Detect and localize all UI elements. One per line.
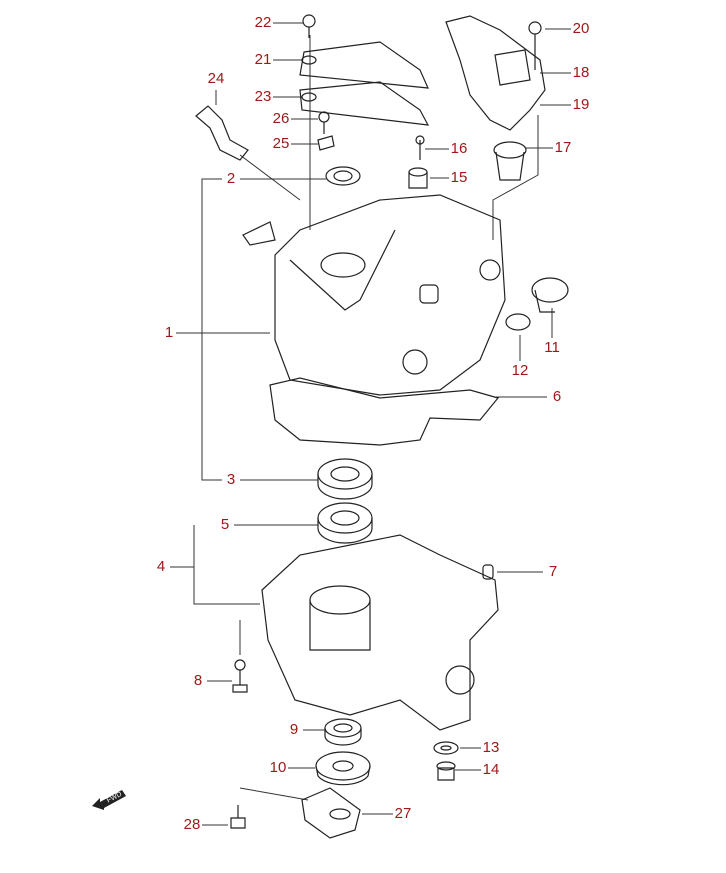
callout-13[interactable]: 13 (482, 739, 500, 756)
thermostat-cover-parts (408, 15, 546, 189)
callout-11[interactable]: 11 (544, 339, 560, 356)
callout-7[interactable]: 7 (548, 563, 558, 580)
callout-18[interactable]: 18 (572, 64, 590, 81)
callout-23[interactable]: 23 (254, 88, 272, 105)
callout-2[interactable]: 2 (226, 170, 236, 187)
callout-21[interactable]: 21 (254, 51, 272, 68)
leader-lines (170, 22, 571, 826)
callout-15[interactable]: 15 (450, 169, 468, 186)
callout-4[interactable]: 4 (156, 558, 166, 575)
fwd-arrow-icon: FWD (92, 790, 126, 810)
callout-1[interactable]: 1 (164, 324, 174, 341)
bracket-parts (195, 14, 430, 186)
callout-16[interactable]: 16 (450, 140, 468, 157)
callout-3[interactable]: 3 (226, 471, 236, 488)
callout-6[interactable]: 6 (552, 388, 562, 405)
callout-20[interactable]: 20 (572, 20, 590, 37)
callout-24[interactable]: 24 (207, 70, 225, 87)
callout-8[interactable]: 8 (193, 672, 203, 689)
bearings (317, 458, 373, 544)
callout-26[interactable]: 26 (272, 110, 290, 127)
crankcase (232, 534, 499, 731)
lower-parts (230, 718, 459, 839)
callout-25[interactable]: 25 (272, 135, 290, 152)
callout-17[interactable]: 17 (554, 139, 572, 156)
callout-12[interactable]: 12 (511, 362, 529, 379)
callout-28[interactable]: 28 (183, 816, 201, 833)
callout-22[interactable]: 22 (254, 14, 272, 31)
callout-14[interactable]: 14 (482, 761, 500, 778)
callout-10[interactable]: 10 (269, 759, 287, 776)
callout-19[interactable]: 19 (572, 96, 590, 113)
callout-5[interactable]: 5 (220, 516, 230, 533)
fwd-label: FWD (106, 791, 123, 805)
callout-9[interactable]: 9 (289, 721, 299, 738)
cylinder-block (242, 194, 569, 446)
callout-27[interactable]: 27 (394, 805, 412, 822)
